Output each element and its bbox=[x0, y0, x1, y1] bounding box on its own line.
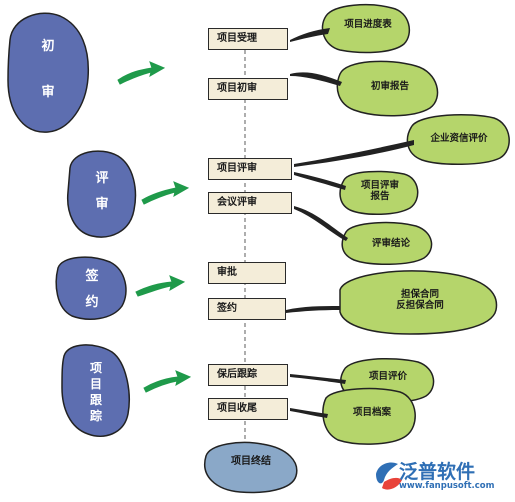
connector-post-tracking bbox=[290, 374, 346, 384]
phase-blob-track bbox=[61, 344, 130, 437]
connector-project-review-1 bbox=[294, 140, 414, 167]
phase-label-track-3: 跟 bbox=[89, 393, 102, 407]
brand-logo-icon bbox=[376, 462, 402, 490]
note-project-evaluation: 项目评价 bbox=[368, 371, 407, 382]
step-approval: 审批 bbox=[208, 262, 286, 284]
phase-blob-initial bbox=[7, 12, 90, 133]
arrow-sign bbox=[135, 275, 186, 297]
arrow-track bbox=[143, 370, 192, 393]
step-post-loan-tracking: 保后跟踪 bbox=[208, 364, 288, 386]
note-blob-progress-table bbox=[321, 3, 411, 54]
final-blob bbox=[204, 441, 298, 494]
phase-label-track-2: 目 bbox=[89, 377, 102, 391]
step-acceptance: 项目受理 bbox=[208, 28, 288, 50]
brand-name: 泛普软件 bbox=[399, 461, 476, 483]
brand-watermark: 泛普软件 www.fanpusoft.com bbox=[365, 455, 505, 495]
phase-label-track-1: 项 bbox=[89, 361, 102, 375]
connector-acceptance bbox=[290, 28, 330, 42]
phase-label-initial-1: 初 bbox=[41, 39, 55, 54]
phase-label-initial-2: 审 bbox=[41, 85, 55, 100]
arrow-initial bbox=[117, 61, 166, 85]
phase-blob-sign bbox=[55, 256, 127, 320]
note-project-archive: 项目档案 bbox=[352, 407, 391, 418]
step-initial-review: 项目初审 bbox=[208, 78, 288, 100]
note-blob-guarantee bbox=[339, 270, 498, 335]
note-progress-table: 项目进度表 bbox=[344, 19, 392, 30]
phase-label-sign-2: 约 bbox=[85, 295, 99, 310]
connector-initial-review bbox=[290, 72, 342, 86]
connector-project-review-2 bbox=[294, 172, 346, 190]
connector-meeting-review bbox=[294, 206, 348, 241]
phase-blob-review bbox=[66, 150, 137, 238]
arrow-review bbox=[141, 181, 190, 205]
note-credit-evaluation: 企业资信评价 bbox=[430, 133, 488, 144]
note-review-report: 项目评审 报告 bbox=[360, 180, 399, 202]
final-step-label: 项目终结 bbox=[231, 456, 271, 467]
brand-url: www.fanpusoft.com bbox=[399, 481, 495, 491]
step-signing: 签约 bbox=[208, 298, 286, 320]
note-guarantee-contract: 担保合同 反担保合同 bbox=[396, 289, 444, 311]
connector-signing bbox=[286, 306, 340, 313]
note-review-conclusion: 评审结论 bbox=[371, 238, 410, 249]
phase-label-review-1: 评 bbox=[95, 171, 109, 186]
note-blob-review-conclusion bbox=[341, 221, 433, 266]
step-meeting-review: 会议评审 bbox=[208, 192, 292, 214]
connector-closing bbox=[290, 408, 328, 418]
phase-label-sign-1: 签 bbox=[85, 269, 99, 284]
note-blob-review-report bbox=[339, 170, 419, 215]
step-project-closing: 项目收尾 bbox=[208, 398, 288, 420]
step-project-review: 项目评审 bbox=[208, 158, 292, 180]
phase-label-track-4: 踪 bbox=[89, 409, 102, 423]
phase-label-review-2: 审 bbox=[95, 197, 109, 212]
note-blob-credit bbox=[406, 114, 510, 166]
note-initial-review-report: 初审报告 bbox=[370, 81, 409, 92]
note-blob-project-archive bbox=[322, 387, 416, 445]
note-blob-initial-report bbox=[336, 60, 439, 117]
